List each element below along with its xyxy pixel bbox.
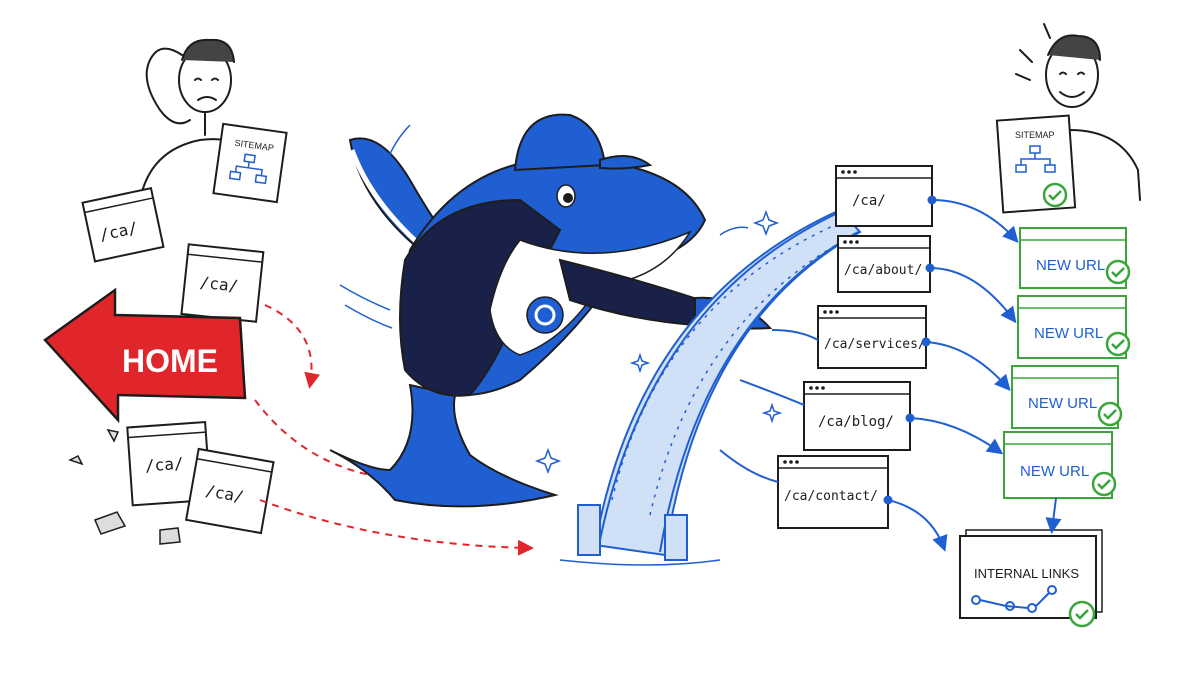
old-url-label-2: /ca/about/ bbox=[844, 263, 922, 278]
old-url-label-4: /ca/blog/ bbox=[818, 414, 894, 430]
new-url-box-4: NEW URL bbox=[1003, 431, 1117, 499]
new-url-label-1: NEW URL bbox=[1036, 257, 1105, 274]
new-url-box-3: NEW URL bbox=[1011, 365, 1123, 429]
old-url-box-4: /ca/blog/ bbox=[803, 381, 911, 451]
old-url-box-5: /ca/contact/ bbox=[777, 455, 889, 529]
broken-page-label-2: /ca/ bbox=[199, 273, 239, 296]
sitemap-card-left: SITEMAP bbox=[212, 122, 288, 204]
sitemap-card-right: SITEMAP bbox=[995, 114, 1077, 214]
old-url-label-5: /ca/contact/ bbox=[784, 489, 878, 504]
home-label: HOME bbox=[122, 343, 218, 379]
broken-page-4: /ca/ bbox=[184, 447, 275, 535]
old-url-label-1: /ca/ bbox=[852, 193, 886, 209]
broken-page-label-3: /ca/ bbox=[144, 454, 184, 476]
broken-page-1: /ca/ bbox=[81, 186, 165, 263]
debris bbox=[68, 428, 181, 545]
new-url-label-3: NEW URL bbox=[1028, 395, 1097, 412]
home-arrow: HOME bbox=[43, 287, 247, 424]
redirect-arrows bbox=[719, 195, 1062, 552]
new-url-box-1: NEW URL bbox=[1019, 227, 1131, 289]
new-url-box-2: NEW URL bbox=[1017, 295, 1131, 359]
bridge bbox=[559, 208, 862, 566]
new-url-label-2: NEW URL bbox=[1034, 325, 1103, 342]
broken-page-2: /ca/ bbox=[180, 243, 265, 323]
sparkles bbox=[534, 209, 783, 475]
old-url-label-3: /ca/services/ bbox=[824, 337, 926, 352]
old-url-box-2: /ca/about/ bbox=[837, 235, 931, 293]
motion-lines bbox=[339, 124, 749, 329]
old-url-box-3: /ca/services/ bbox=[817, 305, 927, 369]
old-url-box-1: /ca/ bbox=[835, 165, 933, 227]
sitemap-label-right: SITEMAP bbox=[1015, 130, 1055, 140]
whale-mascot bbox=[329, 113, 773, 508]
internal-links-label: INTERNAL LINKS bbox=[974, 566, 1079, 581]
internal-links-box: INTERNAL LINKS bbox=[959, 529, 1103, 628]
new-url-label-4: NEW URL bbox=[1020, 463, 1089, 480]
